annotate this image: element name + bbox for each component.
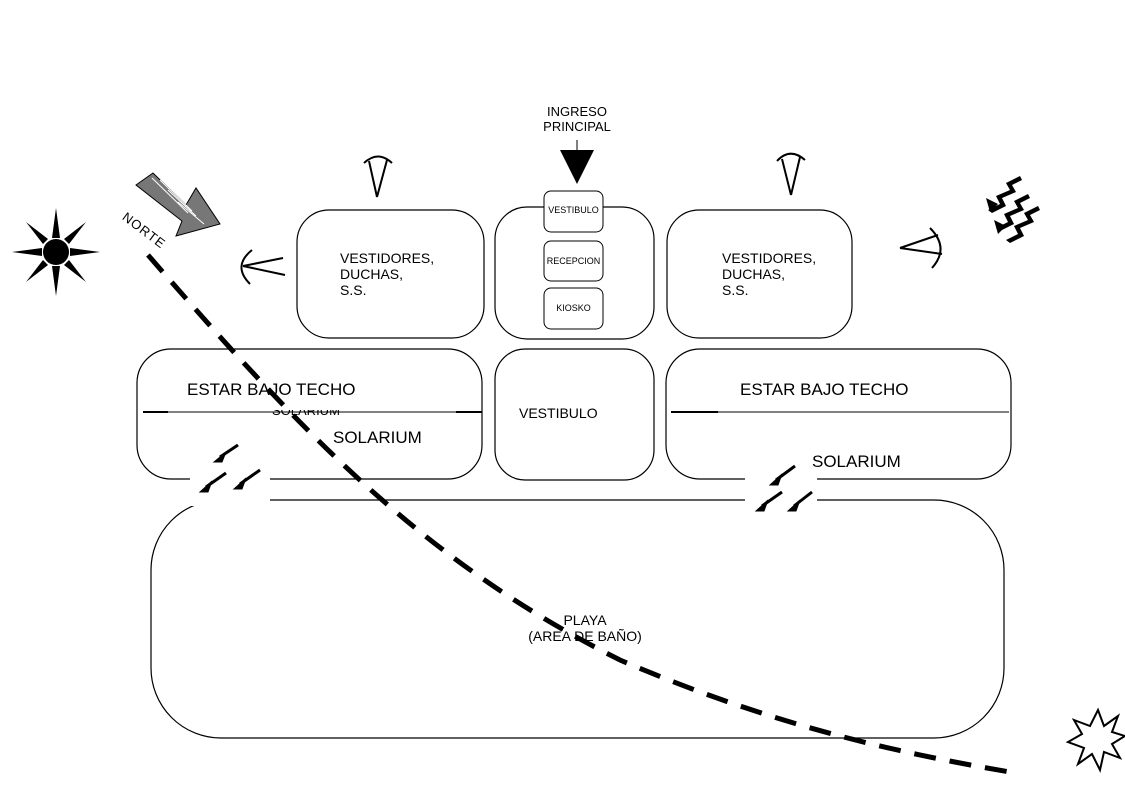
playa-label: PLAYA (AREA DE BAÑO)	[528, 612, 642, 645]
vestibulo-small-label: VESTIBULO	[548, 205, 599, 215]
dressing-right-label: VESTIDORES, DUCHAS, S.S.	[722, 250, 817, 299]
estar-right-room	[665, 348, 1012, 480]
vestibulo-center-label: VESTIBULO	[519, 405, 598, 421]
playa-area	[150, 499, 1005, 739]
kiosko-box	[543, 287, 604, 330]
recepcion-box	[543, 240, 604, 282]
sun-path-icon	[146, 253, 1011, 775]
kiosko-label: KIOSKO	[556, 303, 591, 313]
vestibulo-center-room	[494, 348, 655, 481]
sunset-icon	[1065, 707, 1125, 773]
solarium-right-label: SOLARIUM	[812, 452, 901, 471]
estar-left-room	[136, 348, 483, 480]
vestibulo-small-box	[543, 190, 604, 233]
north-arrow-icon	[135, 172, 221, 237]
solarium-left-label: SOLARIUM	[333, 428, 422, 447]
dressing-left-label: VESTIDORES, DUCHAS, S.S.	[340, 250, 435, 299]
dressing-room-right	[666, 209, 853, 339]
estar-left-label: ESTAR BAJO TECHO	[187, 380, 356, 399]
solarium-left-hidden-label: SOLARIUM	[272, 403, 340, 418]
entrance-arrow-icon	[560, 150, 594, 184]
dressing-room-left	[296, 209, 485, 339]
recepcion-label: RECEPCION	[546, 256, 601, 266]
entrance-label: INGRESO PRINCIPAL	[543, 104, 611, 134]
estar-right-label: ESTAR BAJO TECHO	[740, 380, 909, 399]
view-eye-icon	[240, 152, 943, 285]
breeze-arrow-icon	[198, 443, 261, 493]
sun-icon	[12, 208, 100, 296]
wind-icon	[986, 176, 1040, 243]
breeze-arrow-icon	[754, 464, 813, 512]
